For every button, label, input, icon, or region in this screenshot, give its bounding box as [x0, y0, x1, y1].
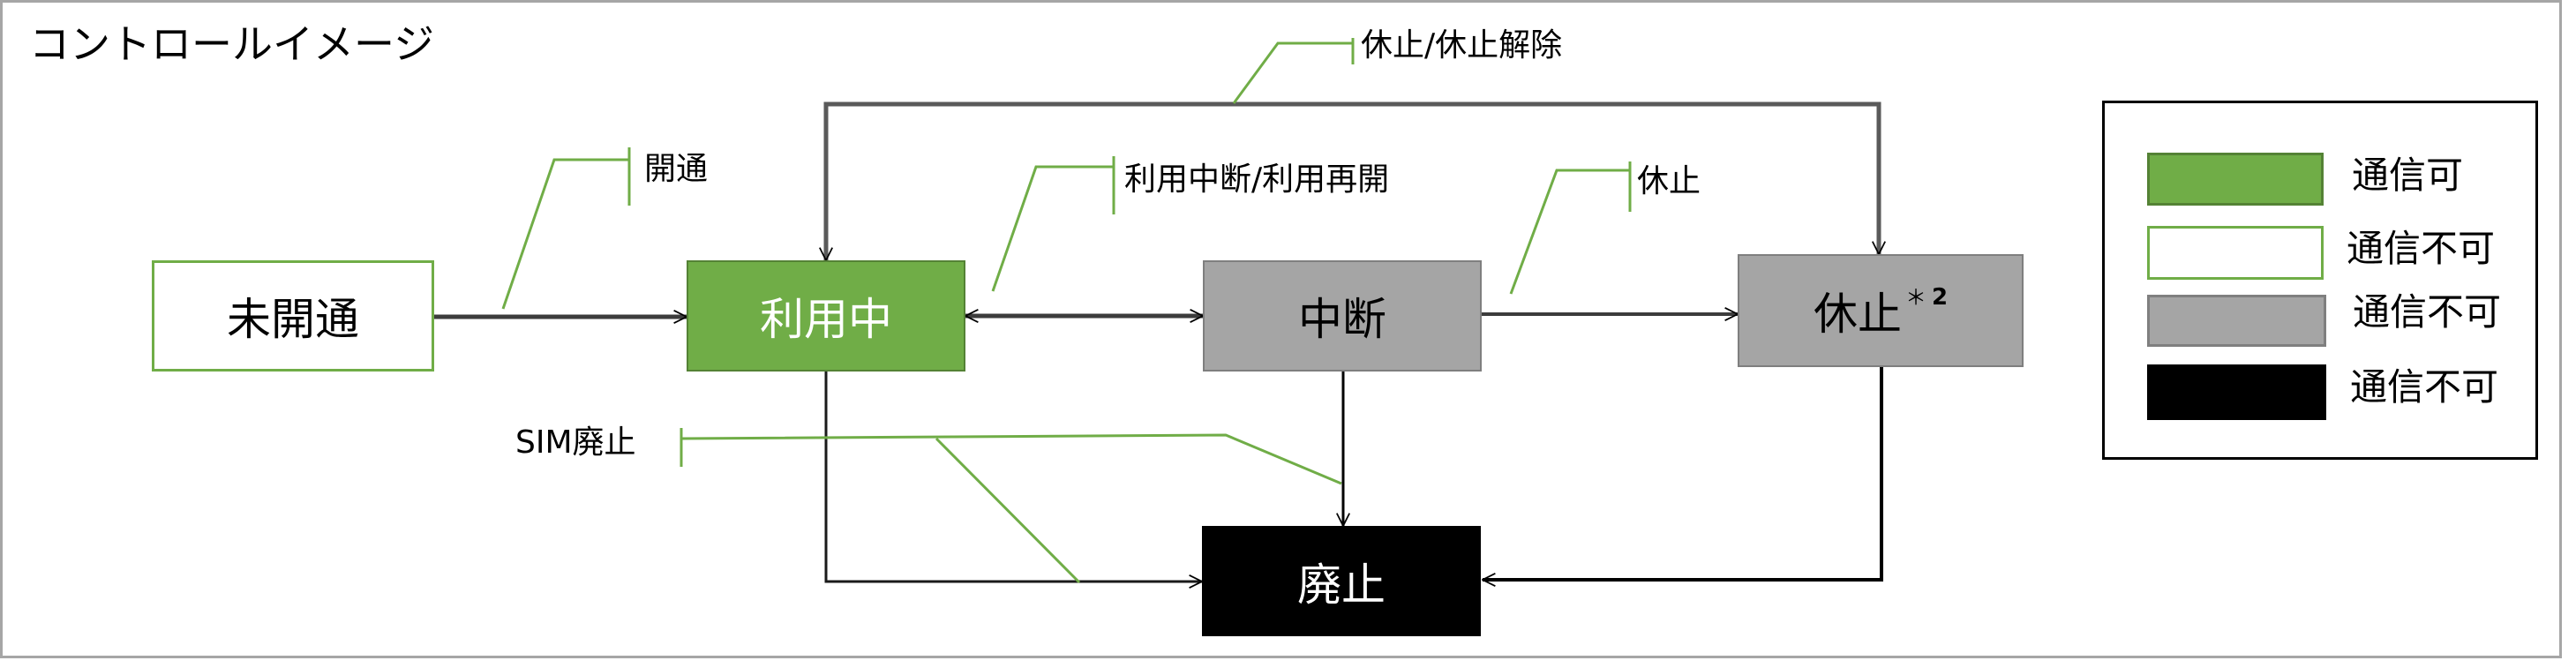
state-suspended: 中断: [1203, 260, 1482, 372]
transition-label-suspend-resume: 利用中断/利用再開: [1124, 161, 1390, 198]
transition-label-sim-terminate: SIM廃止: [515, 424, 636, 461]
legend-swatch-gray: [2147, 295, 2326, 347]
state-suspended-label: 中断: [1298, 294, 1386, 345]
footnote-asterisk: ＊: [1904, 284, 1926, 310]
callout-line-open: [501, 158, 629, 310]
transition-label-open: 開通: [644, 151, 709, 187]
callout-branch-sim-terminate: [935, 437, 1081, 584]
legend-label-white: 通信不可: [2347, 227, 2496, 270]
footnote-marker: ＊2: [1905, 280, 1948, 311]
legend-label-gray: 通信不可: [2353, 290, 2502, 334]
footnote-number: 2: [1931, 283, 1949, 311]
legend-swatch-white: [2147, 226, 2324, 280]
transition-label-pause: 休止: [1637, 163, 1701, 199]
legend: 通信可 通信不可 通信不可 通信不可: [2102, 101, 2538, 460]
legend-label-green: 通信可: [2352, 154, 2464, 197]
arrow-pause-loop: [826, 101, 1879, 260]
arrow-paused-to-terminated: [1483, 367, 1883, 580]
legend-swatch-black: [2147, 364, 2326, 420]
callout-line-sim-terminate: [680, 433, 1342, 485]
page-title: コントロールイメージ: [29, 20, 435, 68]
state-in-use: 利用中: [687, 260, 965, 372]
state-paused-label: 休止: [1813, 289, 1902, 340]
state-unopened: 未開通: [152, 260, 434, 372]
state-terminated-label: 廃止: [1297, 559, 1386, 611]
callout-line-pause-unpause: [1232, 41, 1353, 104]
legend-label-black: 通信不可: [2350, 365, 2499, 409]
state-in-use-label: 利用中: [760, 294, 892, 345]
state-paused: 休止 ＊2: [1738, 254, 2024, 367]
callout-line-suspend-resume: [991, 165, 1114, 292]
state-unopened-label: 未開通: [227, 294, 359, 345]
legend-swatch-green: [2147, 153, 2324, 206]
callout-line-pause: [1509, 169, 1630, 295]
transition-label-pause-unpause: 休止/休止解除: [1361, 27, 1563, 64]
state-terminated: 廃止: [1202, 526, 1481, 636]
arrow-in-use-to-terminated: [824, 372, 1202, 582]
